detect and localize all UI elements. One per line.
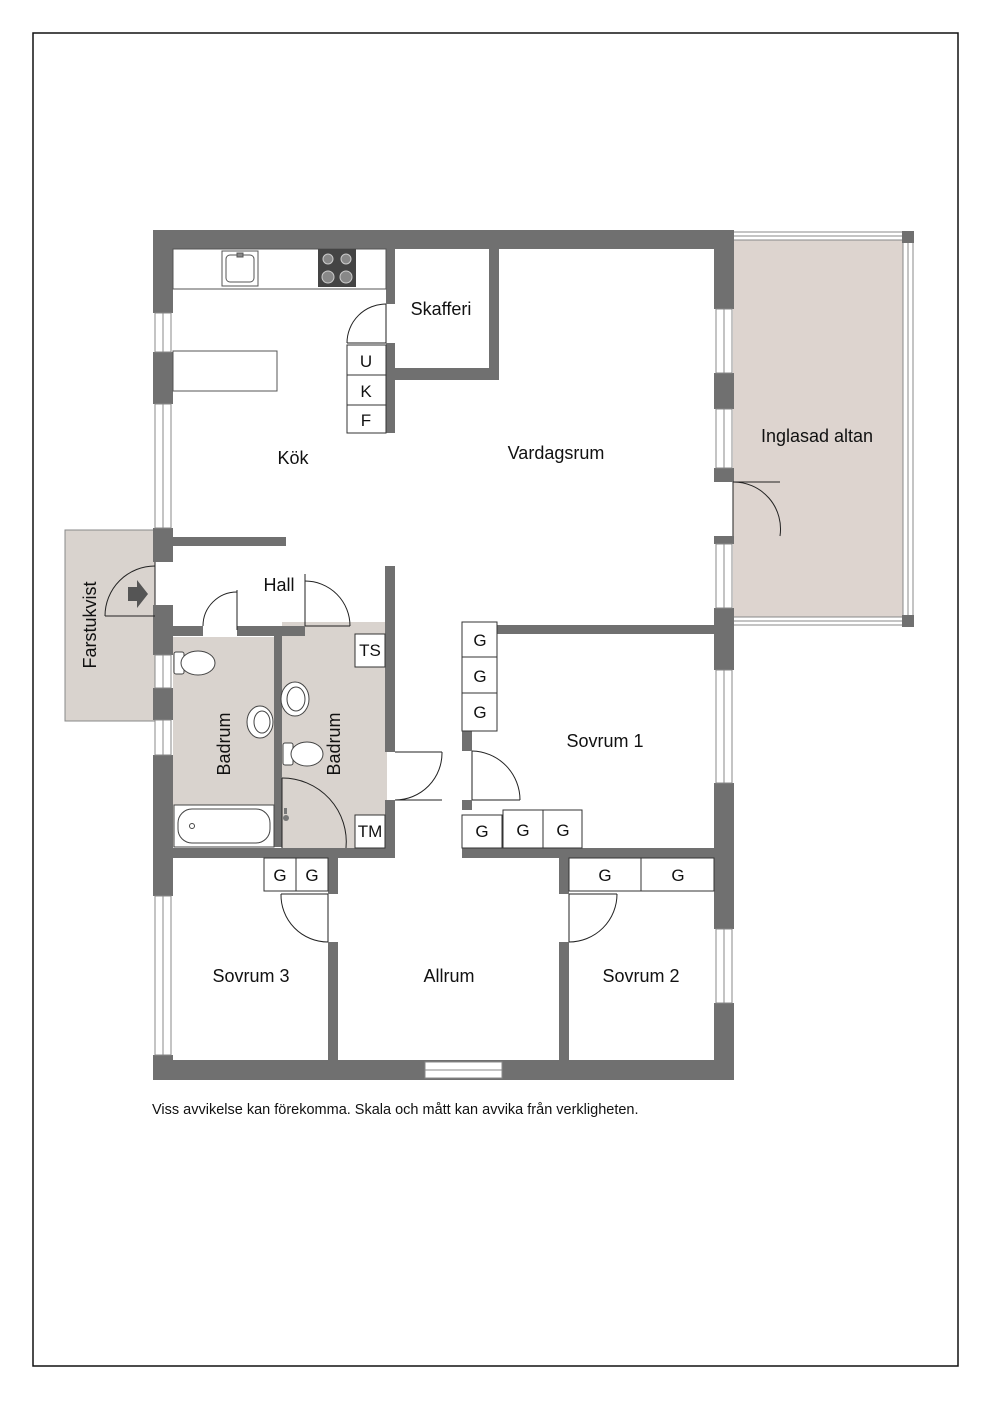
altan-area	[733, 240, 905, 617]
wardrobe-label: G	[516, 821, 529, 840]
room-label-sovrum-1: Sovrum 1	[566, 731, 643, 751]
room-label-badrum-2: Badrum	[324, 712, 344, 775]
wardrobe-label: G	[556, 821, 569, 840]
fixture-label-tm: TM	[358, 822, 383, 841]
room-label-inglasad-altan: Inglasad altan	[761, 426, 873, 446]
fixture-label-ts: TS	[359, 641, 381, 660]
porch-area	[64, 529, 156, 722]
stove-icon	[318, 249, 356, 287]
washbasin-icon	[280, 681, 310, 717]
room-label-kok: Kök	[277, 448, 309, 468]
room-label-skafferi: Skafferi	[411, 299, 472, 319]
room-label-sovrum-3: Sovrum 3	[212, 966, 289, 986]
room-label-farstukvist: Farstukvist	[80, 581, 100, 668]
ts-box	[354, 633, 386, 668]
tm-box	[354, 814, 386, 849]
windows	[154, 308, 733, 1079]
disclaimer-note: Viss avvikelse kan förekomma. Skala och …	[152, 1102, 639, 1118]
altan-post	[902, 615, 914, 627]
fixture-label-u: U	[360, 352, 372, 371]
interior-walls	[173, 249, 714, 1060]
wardrobe-label: G	[473, 667, 486, 686]
toilet-icon	[173, 650, 216, 676]
page-border	[32, 32, 959, 1367]
entrance-arrow-icon	[128, 580, 148, 608]
wardrobe-label: G	[473, 631, 486, 650]
doors	[104, 303, 781, 943]
wardrobes	[263, 621, 715, 892]
toilet-icon	[282, 741, 324, 767]
wardrobe-label: G	[305, 866, 318, 885]
wardrobe-label: G	[273, 866, 286, 885]
room-label-allrum: Allrum	[423, 966, 474, 986]
room-label-hall: Hall	[263, 575, 294, 595]
wardrobe-label: G	[475, 822, 488, 841]
bathtub-icon	[173, 804, 275, 848]
altan-post	[902, 231, 914, 243]
fixture-label-f: F	[361, 411, 371, 430]
kitchen-island	[172, 350, 278, 392]
room-label-badrum-1: Badrum	[214, 712, 234, 775]
fixture-label-k: K	[360, 382, 372, 401]
wardrobe-label: G	[473, 703, 486, 722]
shower-icon	[283, 808, 289, 821]
fridge-freezer-units	[346, 344, 387, 434]
room-label-sovrum-2: Sovrum 2	[602, 966, 679, 986]
wardrobe-label: G	[671, 866, 684, 885]
washbasin-icon	[246, 705, 274, 739]
wardrobe-label: G	[598, 866, 611, 885]
room-label-vardagsrum: Vardagsrum	[508, 443, 605, 463]
